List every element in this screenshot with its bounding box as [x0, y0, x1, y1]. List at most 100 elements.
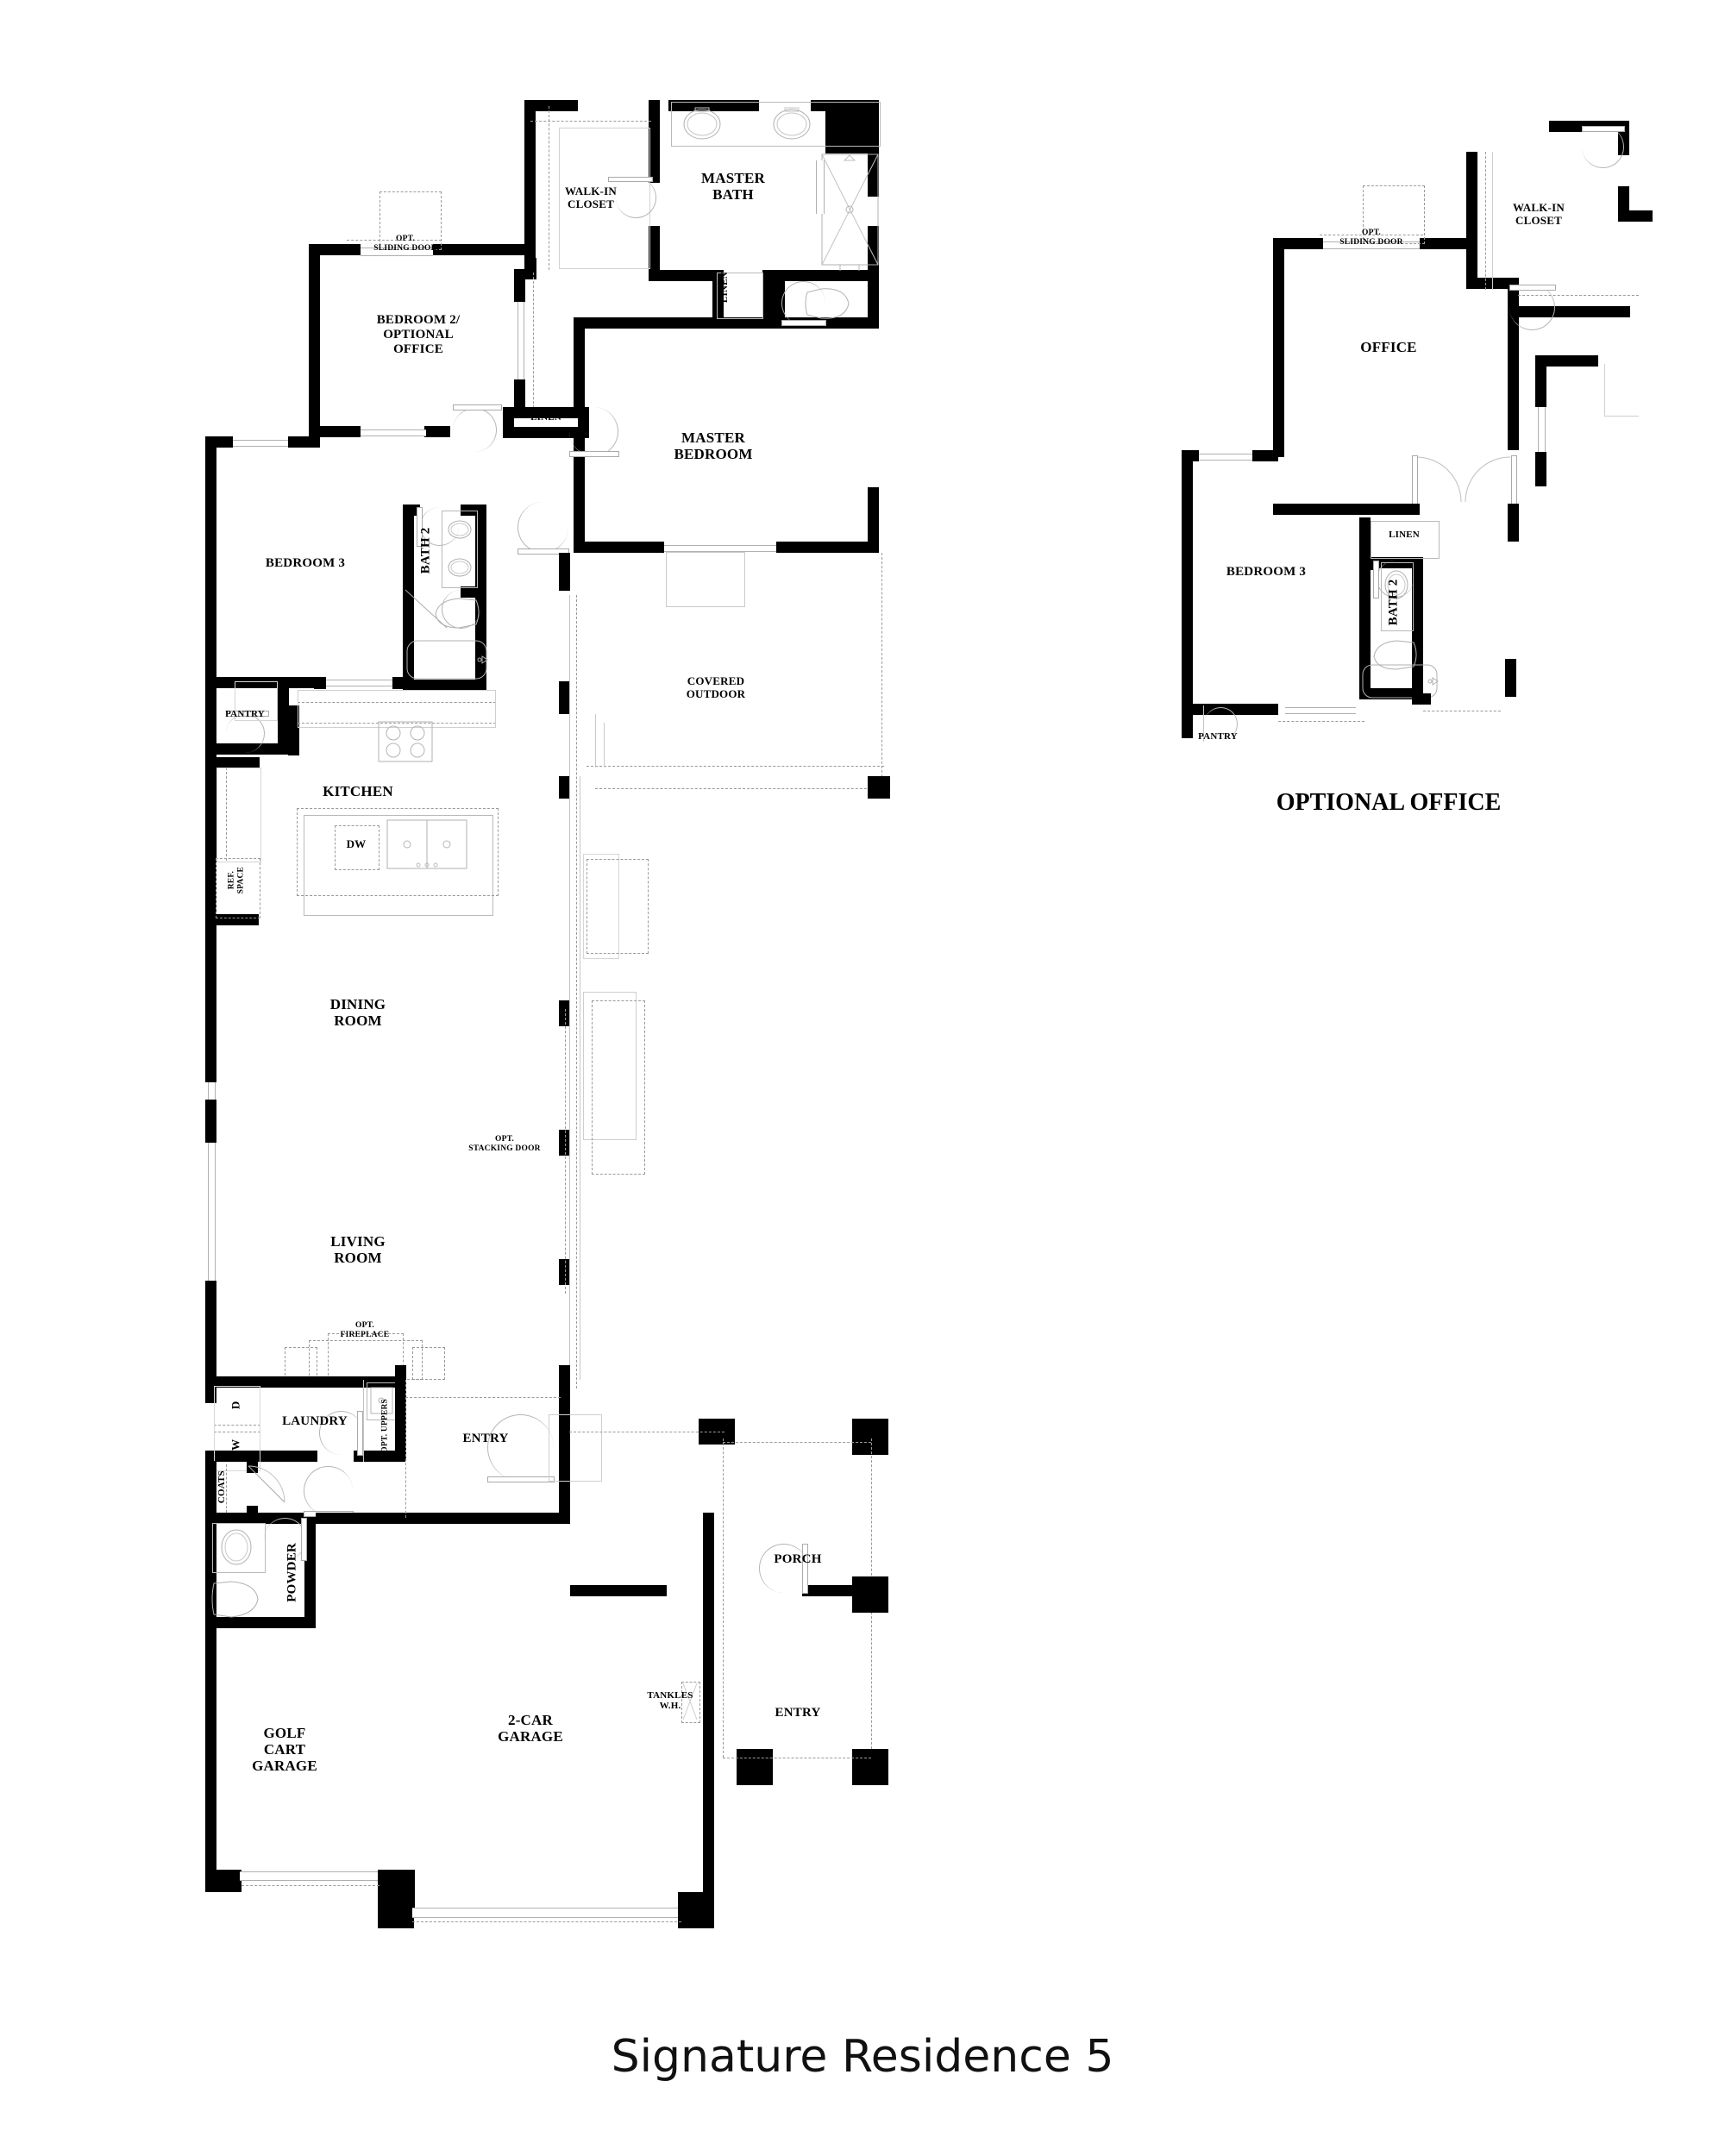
- room-label-laundry: LAUNDRY: [282, 1414, 348, 1428]
- wall-segment: [1466, 152, 1477, 288]
- wall-segment: [403, 505, 414, 591]
- wall-segment: [205, 1518, 216, 1628]
- wall-segment: [1252, 450, 1278, 461]
- wall-segment: [776, 542, 868, 553]
- door-swing-arc: [781, 281, 825, 325]
- door-swing-arc: [1509, 285, 1555, 330]
- porch-column: [852, 1749, 888, 1785]
- annotation-tankless-wh: TANKLES W.H.: [647, 1690, 693, 1712]
- wall-segment: [574, 317, 585, 409]
- stacking-door-swing: [592, 1000, 645, 1175]
- room-label-bedroom-2: BEDROOM 2/ OPTIONAL OFFICE: [376, 313, 461, 356]
- door-leaf: [357, 1411, 363, 1456]
- wall-segment: [247, 1461, 258, 1473]
- wall-segment: [392, 677, 405, 689]
- wall-segment: [1359, 649, 1371, 699]
- porch-column: [737, 1749, 773, 1785]
- wall-segment: [712, 270, 724, 329]
- wall-segment: [1535, 355, 1546, 407]
- wall-segment: [574, 542, 664, 553]
- wall-segment: [660, 317, 713, 329]
- room-label-master-bath: MASTER BATH: [701, 170, 765, 204]
- wall-segment: [1182, 616, 1193, 704]
- wall-segment: [868, 487, 879, 553]
- wall-segment: [278, 677, 289, 755]
- wall-segment: [205, 925, 216, 1082]
- page-title: Signature Residence 5: [611, 2031, 1114, 2083]
- appliance-label-dryer: D: [229, 1401, 242, 1410]
- wall-block: [868, 776, 890, 799]
- tankless-wh-outline: [681, 1682, 700, 1723]
- wall-segment: [205, 1376, 402, 1388]
- wall-segment: [774, 270, 879, 281]
- room-label-office: OFFICE: [1360, 339, 1417, 355]
- wall-segment: [467, 244, 530, 255]
- door-swing-arc: [319, 1411, 363, 1455]
- room-label-bath-2-variant: BATH 2: [1386, 579, 1401, 626]
- wall-segment: [1412, 557, 1423, 659]
- room-label-powder: POWDER: [285, 1543, 299, 1602]
- wall-segment: [668, 100, 759, 111]
- wall-segment: [424, 426, 450, 437]
- wall-segment: [1182, 450, 1199, 461]
- wall-segment: [403, 680, 486, 691]
- wall-segment: [503, 427, 589, 438]
- door-leaf: [404, 588, 455, 633]
- door-leaf: [781, 320, 826, 326]
- bifold-door: [247, 1464, 288, 1516]
- wall-segment: [205, 677, 216, 755]
- wall-segment: [524, 100, 578, 111]
- wall-segment: [205, 436, 216, 688]
- two-car-garage-door: [412, 1908, 681, 1918]
- door-leaf: [1582, 126, 1625, 132]
- door-leaf: [1509, 285, 1556, 291]
- room-label-covered-outdoor: COVERED OUTDOOR: [686, 674, 746, 700]
- wall-segment: [205, 1628, 216, 1880]
- wall-segment: [354, 1451, 405, 1462]
- room-label-ref-space: REF. SPACE: [227, 866, 245, 894]
- powder-sink: [212, 1523, 267, 1575]
- toilet: [210, 1578, 264, 1621]
- wall-segment: [524, 258, 536, 270]
- wall-segment: [314, 677, 326, 689]
- wall-segment: [1182, 450, 1193, 616]
- wall-segment: [514, 279, 525, 302]
- stacking-door-pocket: [583, 992, 637, 1140]
- wall-segment: [1359, 557, 1371, 649]
- room-label-walk-in-closet: WALK-IN CLOSET: [565, 185, 617, 210]
- sink-basin: [367, 1382, 398, 1420]
- door-swing-arc: [616, 178, 656, 218]
- wall-segment: [514, 269, 536, 279]
- opt-sliding-door-outline: [1363, 185, 1425, 244]
- island-overhang: [297, 808, 499, 896]
- wall-segment: [559, 1000, 570, 1026]
- window-opening: [664, 545, 776, 552]
- wall-segment: [802, 1585, 852, 1596]
- wall-segment: [1359, 688, 1423, 699]
- wall-segment: [304, 1518, 316, 1628]
- room-label-bath-2: BATH 2: [418, 527, 433, 574]
- door-leaf: [301, 1518, 307, 1561]
- door-leaf: [1412, 455, 1418, 505]
- wall-segment: [403, 586, 414, 690]
- window-opening: [326, 680, 412, 686]
- linen-shelves: [1371, 521, 1440, 559]
- room-label-entry-outer: ENTRY: [775, 1706, 821, 1720]
- room-label-coats: COATS: [216, 1470, 227, 1504]
- wall-block: [378, 1892, 414, 1928]
- wall-segment: [309, 244, 320, 434]
- door-leaf: [569, 451, 619, 457]
- annotation-opt-stacking-door: OPT. STACKING DOOR: [468, 1135, 541, 1153]
- sliding-door-opening: [1323, 241, 1420, 249]
- window-opening: [1199, 454, 1252, 461]
- bath2-sinks: [442, 511, 480, 590]
- wall-segment: [1420, 238, 1471, 249]
- door-leaf: [802, 1544, 808, 1594]
- door-leaf: [226, 711, 269, 717]
- wall-segment: [205, 755, 216, 918]
- door-swing-arc: [1204, 707, 1238, 741]
- wall-segment: [570, 1585, 667, 1596]
- door-swing-arc: [304, 1466, 353, 1515]
- door-swing-arc: [759, 1544, 808, 1593]
- wall-segment: [503, 407, 589, 418]
